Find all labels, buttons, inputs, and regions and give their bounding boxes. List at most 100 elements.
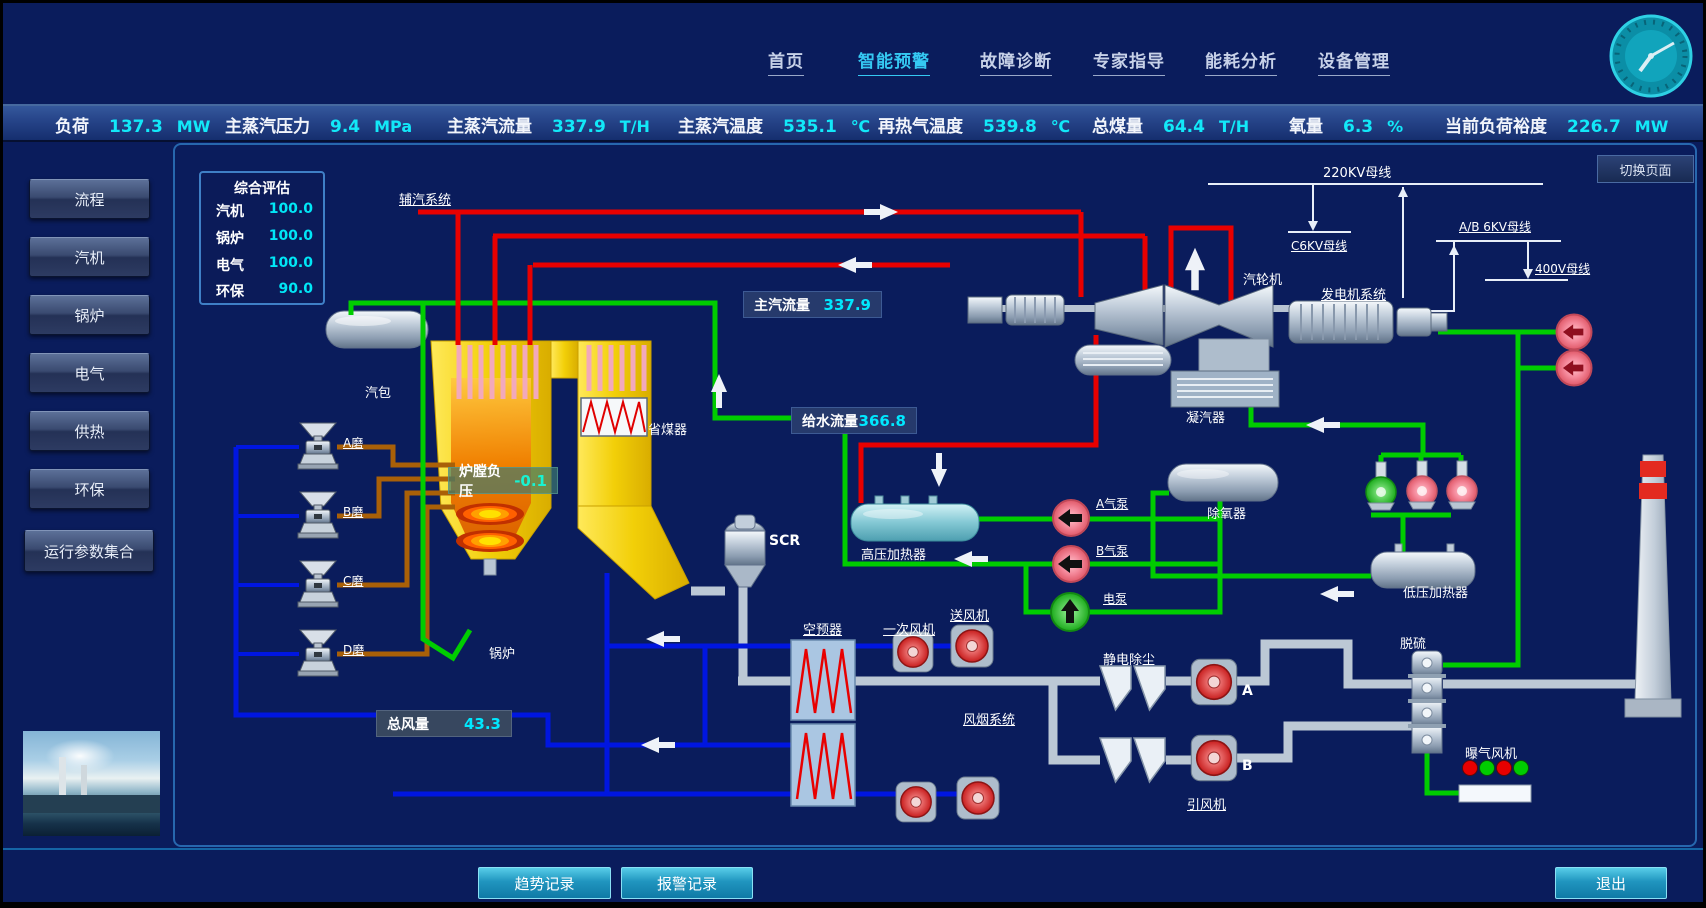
- nav-fault-diagnosis[interactable]: 故障诊断: [980, 47, 1052, 76]
- eval-turbine-label: 汽机: [216, 204, 244, 220]
- bus-ab6kv-label: A/B 6KV母线: [1459, 220, 1532, 234]
- id-fan-label: 引风机: [1187, 798, 1227, 813]
- bus-220kv-label: 220KV母线: [1323, 166, 1392, 181]
- primary-air-fan: [892, 631, 934, 673]
- steam-pipes: [418, 209, 1234, 503]
- turbine-generator: [967, 284, 1448, 376]
- eval-env-value: 90.0: [278, 281, 313, 297]
- chimney: [1624, 454, 1682, 718]
- primary-fan-label: 一次风机: [883, 623, 936, 638]
- exit-button[interactable]: 退出: [1555, 867, 1667, 899]
- condenser-label: 凝汽器: [1186, 411, 1226, 426]
- steam-drum: [325, 310, 429, 349]
- coal-mill-a: [297, 422, 339, 470]
- sidebar-item-heating[interactable]: 供热: [29, 411, 150, 451]
- coal-mill-b: [297, 491, 339, 539]
- nav-smart-warning[interactable]: 智能预警: [858, 47, 930, 76]
- plant-photo: [23, 731, 160, 836]
- nav-device-management[interactable]: 设备管理: [1318, 47, 1390, 76]
- economizer: [580, 397, 648, 437]
- footer-divider: [3, 848, 1703, 850]
- sidebar-item-process[interactable]: 流程: [29, 179, 150, 219]
- process-diagram: [233, 183, 1682, 823]
- mill-d-label: D磨: [343, 643, 365, 657]
- desulfurization-label: 脱硫: [1400, 637, 1427, 652]
- condenser: [1170, 370, 1280, 408]
- sidebar-item-boiler[interactable]: 锅炉: [29, 295, 150, 335]
- water-pipes: [348, 300, 1556, 796]
- condensate-pump-2: [1406, 460, 1438, 510]
- nav-energy-analysis[interactable]: 能耗分析: [1205, 47, 1277, 76]
- desulfurization-tower: [1408, 650, 1446, 754]
- alarm-record-button[interactable]: 报警记录: [621, 867, 753, 899]
- esp-bin: [1099, 737, 1132, 783]
- electrical-arrows: [1308, 187, 1533, 279]
- scr-reactor: [724, 514, 766, 588]
- fd-fan-b: [956, 776, 1000, 820]
- eval-boiler-value: 100.0: [268, 228, 313, 244]
- switch-page-button[interactable]: 切换页面: [1597, 155, 1694, 183]
- nav-expert-guidance[interactable]: 专家指导: [1093, 47, 1165, 76]
- pump-a-label: A气泵: [1096, 497, 1129, 511]
- sidebar-item-environment[interactable]: 环保: [29, 469, 150, 509]
- turbine-label: 汽轮机: [1243, 273, 1283, 288]
- boiler-label: 锅炉: [489, 647, 516, 662]
- lp-heater: [1370, 543, 1476, 589]
- electric-pump-label: 电泵: [1103, 592, 1128, 606]
- coal-mill-c: [297, 560, 339, 608]
- sidebar-item-run-params[interactable]: 运行参数集合: [24, 530, 154, 572]
- esp-bin: [1133, 737, 1166, 783]
- id-fan-a: [1190, 658, 1238, 706]
- fd-fan-label: 送风机: [950, 609, 990, 624]
- esp-label: 静电除尘: [1103, 653, 1156, 668]
- aeration-fan-box: [1458, 784, 1532, 803]
- mill-a-label: A磨: [343, 436, 364, 450]
- bus-400v-label: 400V母线: [1535, 262, 1591, 276]
- evaluation-title: 综合评估: [234, 181, 290, 197]
- nav-home[interactable]: 首页: [768, 47, 804, 76]
- eval-env-label: 环保: [216, 284, 244, 300]
- esp-bin: [1133, 665, 1166, 711]
- fan-b-label: B: [1242, 758, 1253, 774]
- esp-bin: [1099, 665, 1132, 711]
- sidebar-item-electrical[interactable]: 电气: [29, 353, 150, 393]
- steam-drum-label: 汽包: [365, 386, 392, 401]
- air-pipes: [233, 445, 993, 797]
- status-lights: [1462, 760, 1529, 776]
- flue-gas-system-label: 风烟系统: [963, 713, 1016, 728]
- coal-pipes: [337, 444, 455, 657]
- hp-heater: [850, 495, 980, 542]
- air-preheater-label: 空预器: [803, 623, 843, 638]
- fan-a-label: A: [1242, 683, 1253, 699]
- aeration-fan-label: 曝气风机: [1465, 747, 1518, 762]
- flame-icon: [456, 503, 524, 552]
- aux-steam-label: 辅汽系统: [399, 193, 452, 208]
- trend-record-button[interactable]: 趋势记录: [478, 867, 611, 899]
- mill-c-label: C磨: [343, 574, 364, 588]
- deaerator-label: 除氧器: [1207, 507, 1247, 522]
- economizer-label: 省煤器: [648, 423, 688, 438]
- mill-b-label: B磨: [343, 505, 364, 519]
- eval-turbine-value: 100.0: [268, 201, 313, 217]
- bus-c6kv-label: C6KV母线: [1291, 239, 1348, 253]
- lp-heater-label: 低压加热器: [1403, 586, 1469, 601]
- eval-electric-value: 100.0: [268, 255, 313, 271]
- hp-heater-label: 高压加热器: [861, 548, 927, 563]
- eval-electric-label: 电气: [216, 258, 244, 274]
- boiler-furnace: [325, 310, 690, 600]
- furnace-pressure-badge: 炉膛负压-0.1: [448, 464, 558, 500]
- deaerator: [1167, 463, 1279, 502]
- sidebar-item-turbine[interactable]: 汽机: [29, 237, 150, 277]
